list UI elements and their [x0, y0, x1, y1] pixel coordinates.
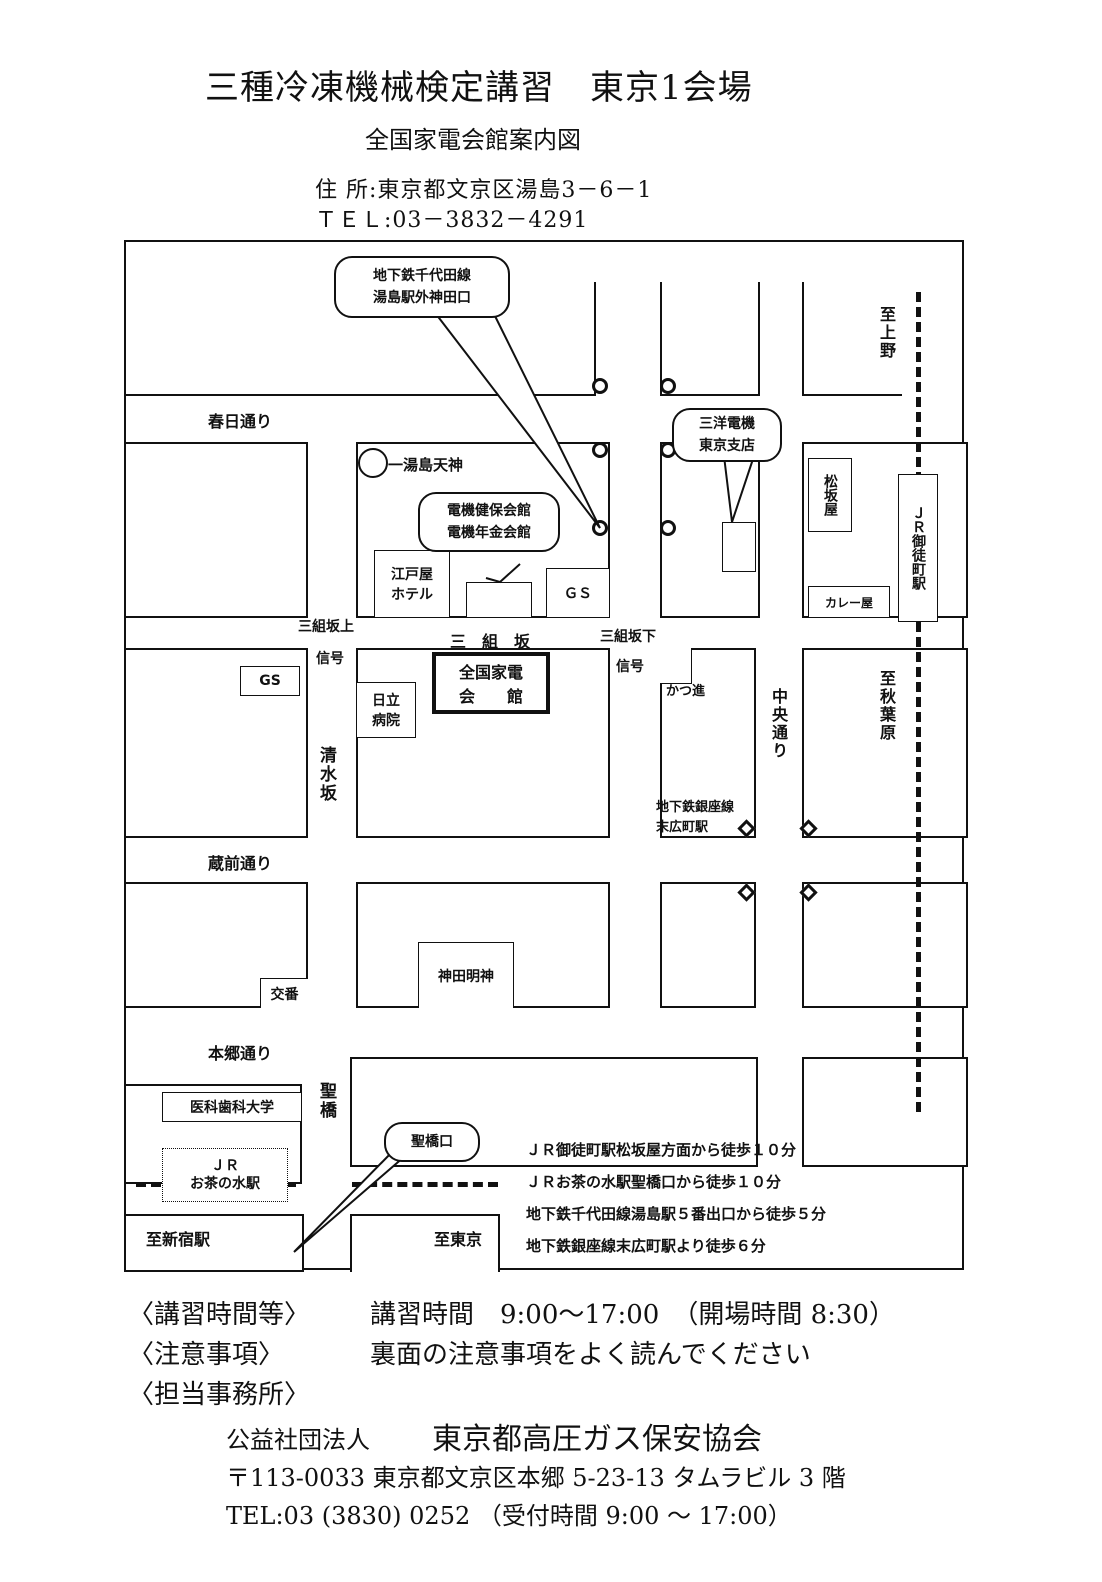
- kanda-myojin: 神田明神: [418, 942, 514, 1008]
- time-label: 〈講習時間等〉: [128, 1300, 311, 1330]
- office-label: 〈担当事務所〉: [128, 1380, 311, 1410]
- koban: 交番: [260, 978, 308, 1008]
- block: [660, 282, 760, 396]
- block: [124, 1214, 304, 1272]
- signal-left: 信号: [316, 651, 344, 667]
- block: [350, 1214, 500, 1272]
- ginza-line-label: 地下鉄銀座線末広町駅: [656, 800, 735, 835]
- callout-electric-hall: 電機健保会館電機年金会館: [418, 492, 560, 552]
- subway-exit-icon: [592, 442, 608, 458]
- matsuzakaya: 松坂屋: [808, 458, 852, 532]
- jr-line-vertical: [916, 292, 921, 1112]
- org-prefix: 公益社団法人: [226, 1426, 370, 1454]
- callout-seikyo-exit: 聖橋口: [384, 1122, 480, 1162]
- dir-tokyo: 至東京: [434, 1230, 483, 1249]
- access-note: ＪＲお茶の水駅聖橋口から徒歩１０分: [526, 1173, 782, 1191]
- gs-left: GS: [240, 666, 300, 696]
- block: [660, 882, 756, 1008]
- dir-akihabara: 至秋葉原: [877, 670, 896, 742]
- org-name: 東京都高圧ガス保安協会: [432, 1422, 762, 1457]
- venue-address: 住 所:東京都文京区湯島3－6－1: [315, 178, 653, 203]
- block: [802, 648, 968, 838]
- access-note: 地下鉄千代田線湯島駅５番出口から徒歩５分: [526, 1205, 827, 1223]
- org-address: 〒113-0033 東京都文京区本郷 5-23-13 タムラビル 3 階: [226, 1464, 846, 1492]
- ika-shika-university: 医科歯科大学: [162, 1092, 302, 1122]
- access-note: 地下鉄銀座線末広町駅より徒歩６分: [526, 1237, 766, 1255]
- access-map: 一湯島天神 江戸屋ホテル ＧＳ 松坂屋 カレー屋 ＪＲ御徒町駅 GS 全国家電会…: [124, 240, 968, 1272]
- edoya-hotel: 江戸屋ホテル: [374, 550, 450, 618]
- sankumizaka-ue: 三組坂上: [298, 619, 354, 635]
- zenkoku-kaden-kaikan: 全国家電会 館: [432, 652, 550, 714]
- sankumizaka-shita: 三組坂下: [600, 629, 656, 645]
- katsuya-label: かつ進: [666, 684, 706, 699]
- street-kasuga: 春日通り: [208, 412, 273, 431]
- org-tel: TEL:03 (3830) 0252 （受付時間 9:00 ～ 17:00）: [226, 1502, 792, 1530]
- block: [802, 1057, 968, 1167]
- map-subtitle: 全国家電会館案内図: [365, 126, 581, 154]
- sanyo-building: [722, 522, 756, 572]
- access-note: ＪＲ御徒町駅松坂屋方面から徒歩１０分: [526, 1141, 797, 1159]
- dir-shinjuku: 至新宿駅: [146, 1230, 211, 1249]
- street-chuo: 中央通り: [769, 688, 788, 760]
- yushima-tenjin-icon: [358, 448, 388, 478]
- block: [124, 442, 308, 618]
- block: [802, 282, 902, 396]
- street-hongo: 本郷通り: [208, 1044, 273, 1063]
- yushima-tenjin-label: 一湯島天神: [388, 456, 464, 474]
- street-sankumizaka: 三 組 坂: [450, 632, 531, 651]
- street-shimizuzaka: 清水坂: [316, 746, 336, 803]
- venue-tel: ＴＥＬ:03－3832－4291: [315, 208, 589, 233]
- subway-exit-icon: [660, 520, 676, 536]
- hitachi-hospital: 日立病院: [356, 682, 416, 738]
- callout-pointers: [293, 313, 755, 1253]
- access-notes: ＪＲ御徒町駅松坂屋方面から徒歩１０分 ＪＲお茶の水駅聖橋口から徒歩１０分 地下鉄…: [526, 1134, 826, 1262]
- katsuya-building: [660, 648, 692, 684]
- time-text: 講習時間 9:00～17:00 （開場時間 8:30）: [370, 1300, 895, 1330]
- block: [124, 882, 308, 1008]
- curry-shop: カレー屋: [808, 586, 890, 618]
- notes-text: 裏面の注意事項をよく読んでください: [370, 1340, 811, 1370]
- electric-hall-building: [466, 582, 532, 618]
- jr-line-right: [352, 1182, 498, 1187]
- signal-right: 信号: [616, 659, 644, 675]
- page-title: 三種冷凍機械検定講習 東京1会場: [205, 68, 753, 108]
- jr-okachimachi-station: ＪＲ御徒町駅: [898, 474, 938, 622]
- street-seikyo: 聖橋: [316, 1082, 336, 1120]
- callout-sanyo: 三洋電機東京支店: [672, 408, 782, 462]
- subway-exit-icon: [592, 378, 608, 394]
- dir-ueno: 至上野: [877, 306, 896, 360]
- subway-exit-icon: [660, 378, 676, 394]
- block: [802, 882, 968, 1008]
- street-kuramae: 蔵前通り: [208, 854, 273, 873]
- callout-subway-exit: 地下鉄千代田線湯島駅外神田口: [334, 256, 510, 318]
- gs-top: ＧＳ: [546, 568, 610, 618]
- notes-label: 〈注意事項〉: [128, 1340, 285, 1370]
- block-kaden: [356, 648, 610, 838]
